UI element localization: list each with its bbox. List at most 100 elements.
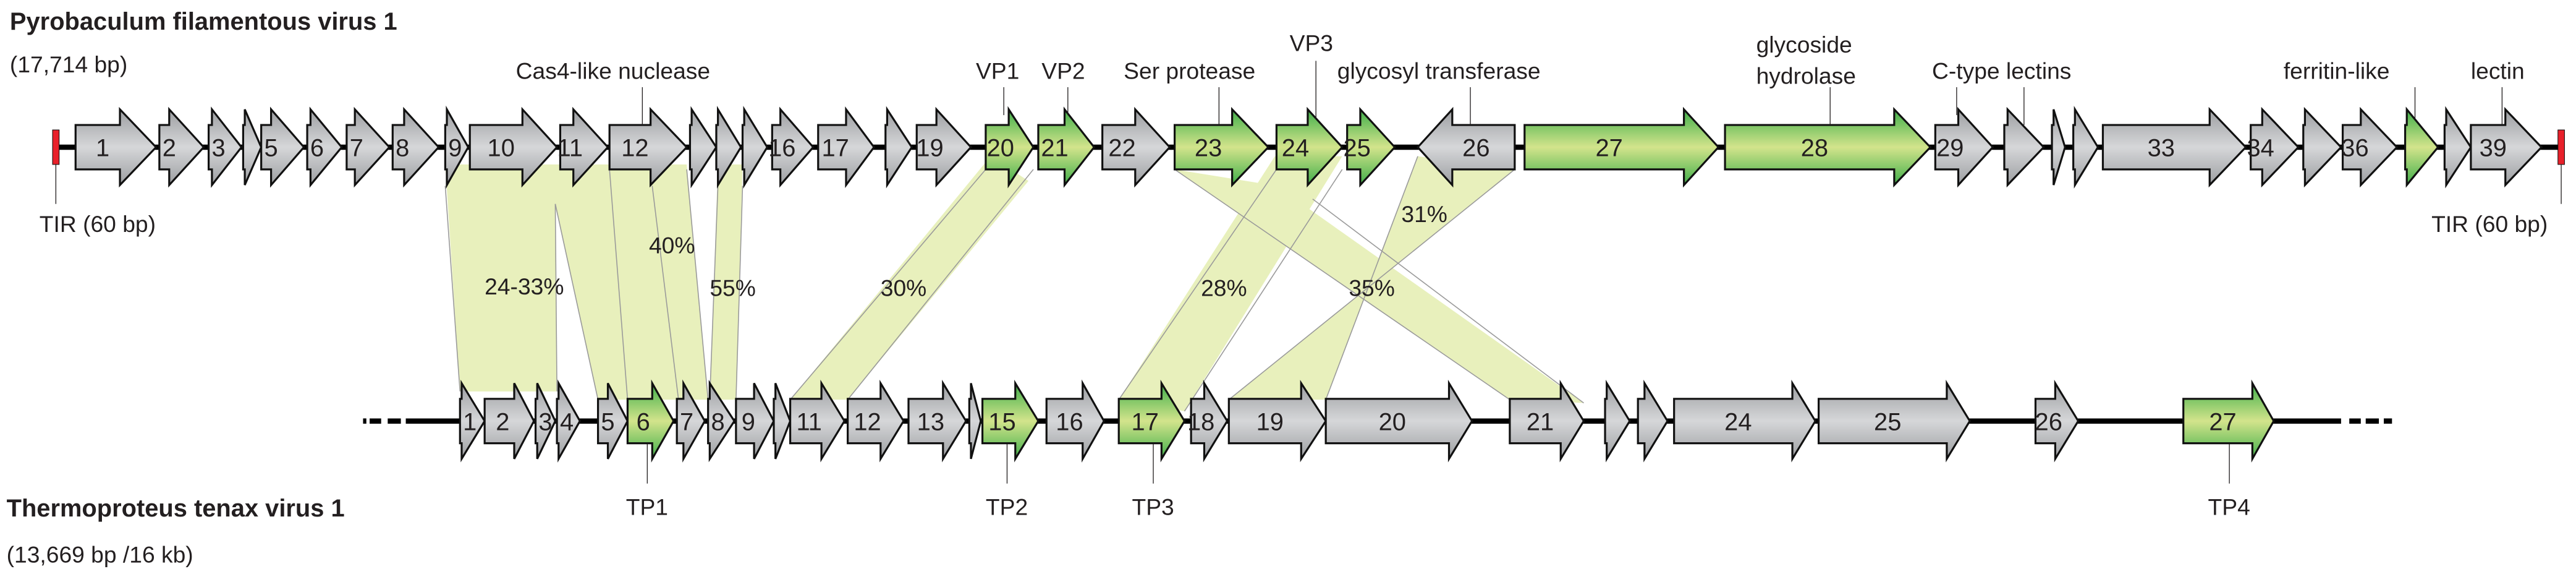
gene-arrow-green — [985, 106, 1035, 189]
gene-arrow-gray — [847, 379, 905, 463]
gene-number: 6 — [637, 408, 650, 435]
gene-arrow-green — [981, 379, 1040, 463]
gene-number: 11 — [557, 135, 583, 162]
gene-number: 24 — [1282, 135, 1309, 162]
similarity-label-31: 31% — [1401, 201, 1447, 227]
gene-number: 17 — [1132, 408, 1159, 435]
gene-arrow-green — [1117, 379, 1186, 463]
top-gene-19: 19 — [915, 106, 973, 188]
gene-arrow-gray — [907, 379, 967, 463]
top-gene-21: 21 — [1037, 106, 1096, 188]
top-gene-orf-13 — [688, 106, 718, 189]
gene-number: 16 — [768, 135, 795, 162]
top-gene-24: 24 — [1275, 106, 1344, 188]
gene-arrow-gray — [884, 106, 913, 189]
gene-arrow-gray — [771, 106, 815, 188]
similarity-label-28: 28% — [1201, 275, 1247, 301]
gene-arrow-green — [1037, 106, 1096, 188]
similarity-label-55: 55% — [710, 275, 755, 301]
lectin-label: lectin — [2471, 58, 2525, 84]
top-gene-10: 10 — [468, 106, 559, 188]
gene-arrow-gray — [715, 106, 742, 189]
gene-number: 11 — [796, 408, 821, 435]
bottom-gene-9: 9 — [735, 382, 775, 460]
gene-arrow-gray — [1934, 106, 1994, 188]
gene-number: 3 — [538, 408, 552, 435]
bottom-gene-15: 15 — [981, 379, 1040, 463]
gene-arrow-gray — [1324, 379, 1473, 463]
gene-arrow-gray — [2101, 106, 2247, 188]
gene-arrow-gray — [688, 106, 718, 189]
gene-arrow-gray — [1604, 379, 1631, 463]
vp1-label: VP1 — [976, 58, 1019, 84]
gene-number: 27 — [2209, 408, 2236, 435]
gene-number: 33 — [2148, 135, 2175, 162]
tp4-label: TP4 — [2208, 494, 2250, 520]
gene-number: 22 — [1108, 135, 1135, 162]
gene-arrow-gray — [707, 380, 736, 463]
gene-arrow-gray — [789, 379, 846, 463]
gene-number: 27 — [1596, 135, 1623, 162]
gene-number: 2 — [163, 135, 176, 162]
gene-arrow-gray — [1817, 379, 1972, 463]
ferritin-like-label: ferritin-like — [2284, 58, 2390, 84]
gene-arrow-gray — [596, 382, 629, 460]
gene-arrow-green — [2182, 379, 2275, 463]
gene-arrow-green — [1346, 106, 1396, 188]
top-gene-orf-14 — [715, 106, 742, 189]
glycoside-label: glycoside — [1756, 32, 1852, 58]
vp3-label: VP3 — [1290, 30, 1333, 56]
similarity-label-35: 35% — [1349, 275, 1394, 301]
gene-number: 9 — [742, 408, 755, 435]
gene-number: 16 — [1056, 408, 1083, 435]
gene-arrow-gray — [483, 382, 535, 460]
gene-arrow-gray — [2034, 379, 2080, 463]
bottom-gene-13: 13 — [907, 379, 967, 463]
gene-arrow-gray — [468, 106, 559, 188]
gene-arrow-gray — [2072, 106, 2099, 189]
gene-arrow-gray — [1673, 379, 1817, 463]
top-gene-1: 1 — [74, 106, 158, 188]
gene-number: 12 — [854, 408, 881, 435]
gene-arrow-gray — [158, 106, 205, 188]
gene-arrow-green — [1523, 106, 1720, 188]
top-gene-20: 20 — [985, 106, 1035, 189]
gene-number: 6 — [310, 135, 324, 162]
gene-number: 26 — [1462, 135, 1489, 162]
gene-number: 1 — [463, 408, 477, 435]
gene-number: 24 — [1724, 408, 1752, 435]
top-gene-orf-30 — [2003, 106, 2045, 188]
gene-arrow-gray — [2003, 106, 2045, 188]
gene-number: 4 — [560, 408, 574, 435]
gene-number: 19 — [916, 135, 943, 162]
bottom-gene-12: 12 — [847, 379, 905, 463]
bottom-gene-3: 3 — [534, 382, 557, 460]
top-gene-orf-4 — [242, 109, 263, 186]
gene-number: 39 — [2480, 135, 2507, 162]
gene-arrow-gray — [968, 383, 982, 460]
top-gene-26: 26 — [1416, 106, 1516, 188]
gene-arrow-green — [626, 379, 675, 463]
vp2-label: VP2 — [1041, 58, 1085, 84]
top-gene-17: 17 — [817, 106, 876, 188]
top-gene-orf-32 — [2072, 106, 2099, 189]
top-gene-28: 28 — [1724, 106, 1932, 188]
bottom-gene-11: 11 — [789, 379, 846, 463]
gene-arrow-gray — [2250, 106, 2300, 188]
gene-arrow-green — [1173, 106, 1270, 188]
gene-number: 8 — [711, 408, 725, 435]
gene-arrow-gray — [741, 106, 769, 189]
gene-arrow-gray — [1416, 106, 1516, 188]
similarity-label-24-33: 24-33% — [485, 273, 564, 299]
cas4-label: Cas4-like nuclease — [516, 58, 710, 84]
bottom-gene-19: 19 — [1227, 380, 1328, 463]
gene-number: 20 — [1379, 408, 1406, 435]
top-gene-7: 7 — [345, 106, 391, 188]
gene-arrow-gray — [915, 106, 973, 188]
gene-number: 15 — [988, 408, 1015, 435]
gene-number: 9 — [448, 135, 462, 162]
bottom-gene-6: 6 — [626, 379, 675, 463]
